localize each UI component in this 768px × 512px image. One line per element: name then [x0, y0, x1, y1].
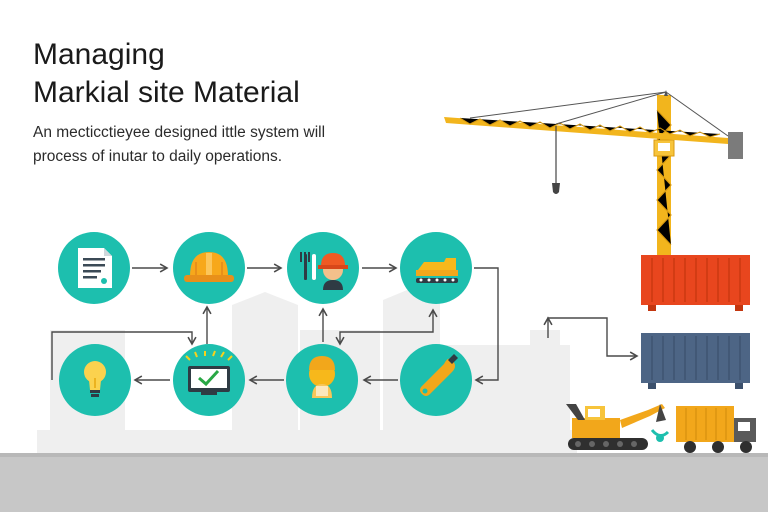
worker-icon	[309, 356, 335, 398]
page-subtitle: An mecticctieyee designed ittle system w…	[33, 121, 325, 169]
subtitle-line-2: process of inutar to daily operations.	[33, 148, 282, 165]
monitor-check-icon	[185, 350, 233, 395]
step-document	[58, 232, 130, 304]
step-wrench	[400, 344, 472, 416]
conveyor-icon	[416, 258, 458, 283]
page-title: Managing Markial site Material	[33, 36, 300, 112]
step-lightbulb	[59, 344, 131, 416]
worker-tools-icon	[300, 252, 348, 290]
excavator	[566, 404, 670, 450]
step-monitor-check	[173, 344, 245, 416]
flow-connectors	[51, 263, 639, 385]
ground	[0, 453, 768, 512]
container-blue	[641, 333, 750, 389]
dump-truck	[676, 406, 756, 453]
tower-crane	[444, 90, 743, 255]
step-worker-tools	[287, 232, 359, 304]
document-icon	[78, 248, 112, 288]
step-worker	[286, 344, 358, 416]
container-red	[641, 255, 750, 311]
arrow-conveyor-to-wrench	[474, 267, 499, 385]
title-line-1: Managing	[33, 38, 165, 71]
arrow-lightbulb-loop	[51, 331, 197, 380]
subtitle-line-1: An mecticctieyee designed ittle system w…	[33, 124, 326, 141]
step-hard-hat	[173, 232, 245, 304]
title-line-2: Markial site Material	[33, 76, 300, 109]
arrow-wrench-to-worker-up	[335, 308, 438, 346]
lightbulb-icon	[84, 361, 106, 397]
step-conveyor	[400, 232, 472, 304]
wrench-icon	[420, 354, 458, 396]
hard-hat-icon	[184, 252, 234, 282]
